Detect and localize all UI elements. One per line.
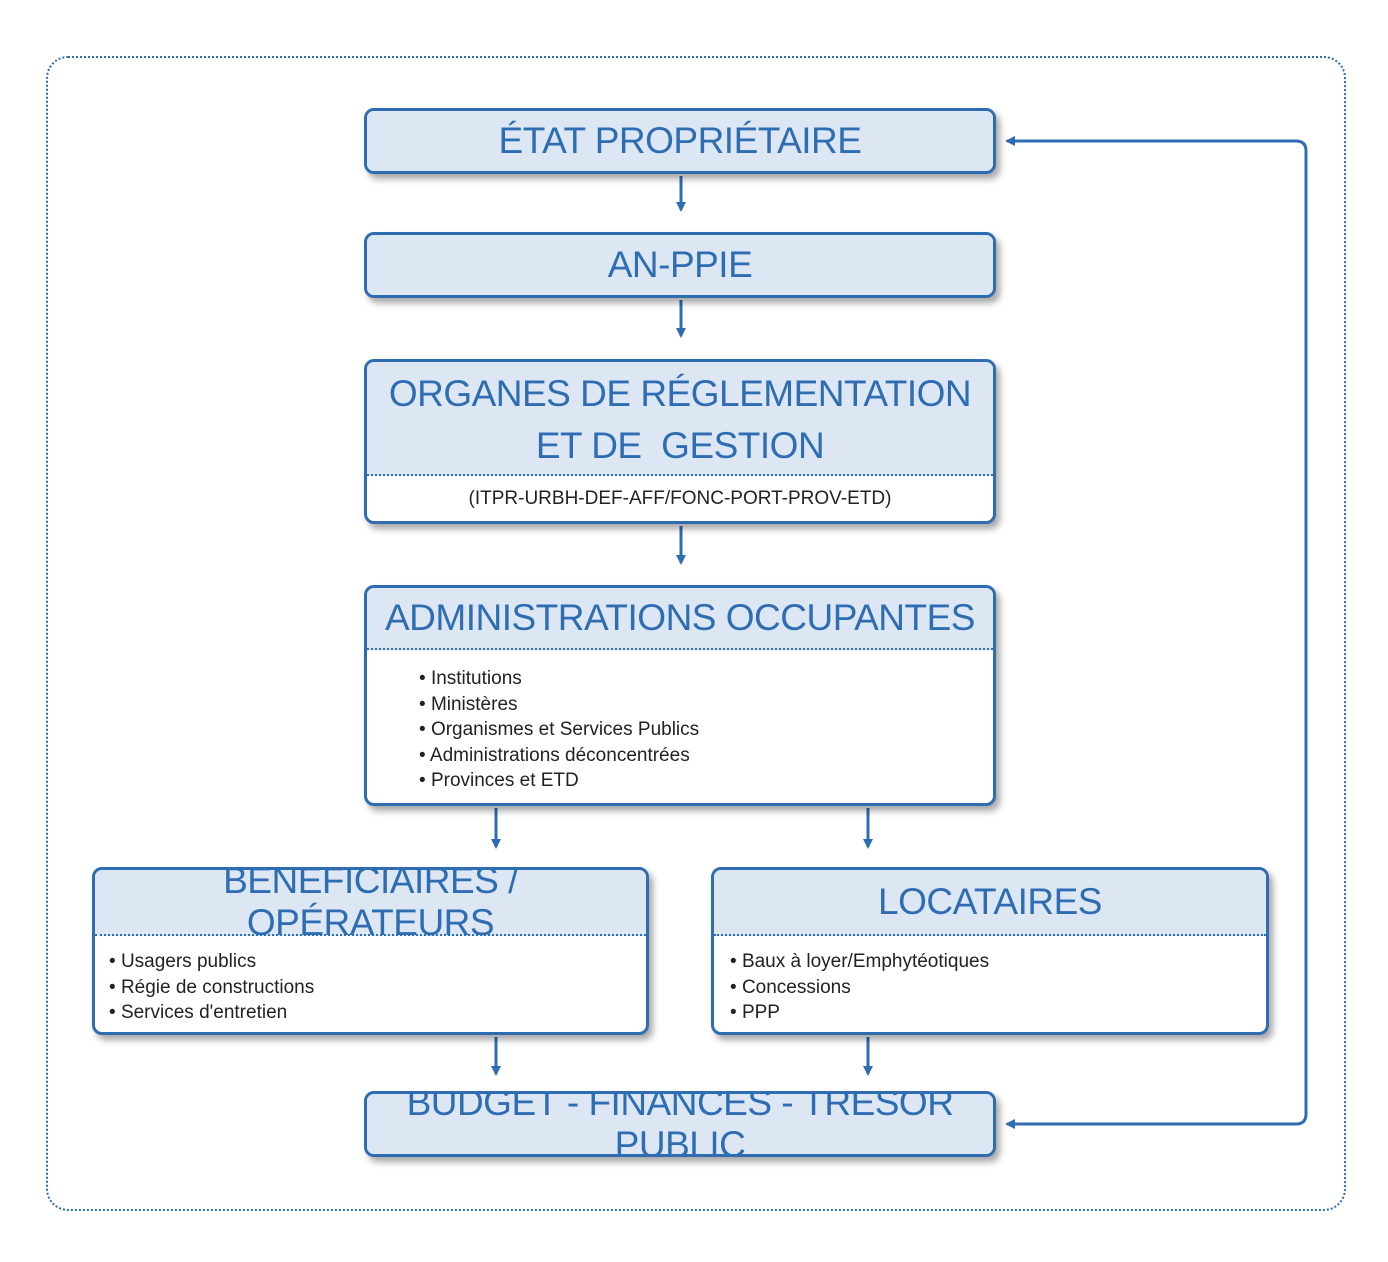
node-organes-header: ORGANES DE RÉGLEMENTATION ET DE GESTION	[367, 362, 993, 476]
node-beneficiaires-list: Usagers publics Régie de constructions S…	[95, 936, 646, 1026]
list-item: Services d'entretien	[109, 1000, 646, 1026]
dotted-frame	[46, 56, 1346, 1211]
list-item: Régie de constructions	[109, 975, 646, 1001]
node-etat-proprietaire: ÉTAT PROPRIÉTAIRE	[364, 108, 996, 174]
arrow-feedback-budget	[1005, 500, 1308, 1129]
node-locataires-list: Baux à loyer/Emphytéotiques Concessions …	[714, 936, 1266, 1026]
node-administrations-occupantes: ADMINISTRATIONS OCCUPANTES Institutions …	[364, 585, 996, 806]
list-item: Ministères	[419, 692, 993, 718]
node-beneficiaires-title: BÉNÉFICIAIRES / OPÉRATEURS	[95, 870, 646, 943]
list-item: Baux à loyer/Emphytéotiques	[730, 949, 1266, 975]
node-organes-title-line2: ET DE GESTION	[535, 425, 825, 466]
node-organes-title-line1: ORGANES DE RÉGLEMENTATION	[388, 373, 972, 414]
list-item: Institutions	[419, 666, 993, 692]
node-locataires: LOCATAIRES Baux à loyer/Emphytéotiques C…	[711, 867, 1269, 1035]
list-item: PPP	[730, 1000, 1266, 1026]
node-locataires-title: LOCATAIRES	[714, 870, 1266, 936]
list-item: Usagers publics	[109, 949, 646, 975]
node-budget-finances-tresor: BUDGET - FINANCES - TRÉSOR PUBLIC	[364, 1091, 996, 1157]
node-organes-subtitle: (ITPR-URBH-DEF-AFF/FONC-PORT-PROV-ETD)	[468, 488, 892, 509]
node-budget-title: BUDGET - FINANCES - TRÉSOR PUBLIC	[367, 1094, 993, 1154]
node-an-ppie: AN-PPIE	[364, 232, 996, 298]
list-item: Concessions	[730, 975, 1266, 1001]
node-beneficiaires-operateurs: BÉNÉFICIAIRES / OPÉRATEURS Usagers publi…	[92, 867, 649, 1035]
node-etat-title: ÉTAT PROPRIÉTAIRE	[367, 111, 993, 171]
node-administrations-list: Institutions Ministères Organismes et Se…	[367, 650, 993, 794]
list-item: Organismes et Services Publics	[419, 717, 993, 743]
node-organes: ORGANES DE RÉGLEMENTATION ET DE GESTION …	[364, 359, 996, 524]
node-anppie-title: AN-PPIE	[367, 235, 993, 295]
arrow-feedback-etat	[1005, 136, 1308, 500]
node-administrations-title: ADMINISTRATIONS OCCUPANTES	[367, 588, 993, 650]
list-item: Provinces et ETD	[419, 768, 993, 794]
list-item: Administrations déconcentrées	[419, 743, 993, 769]
